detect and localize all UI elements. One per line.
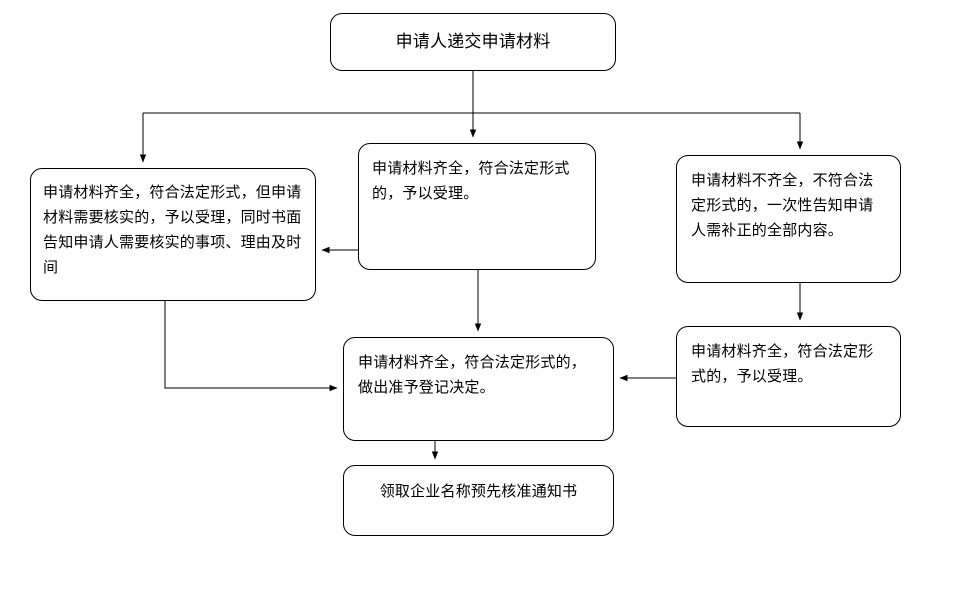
node-accept-needs-verification-left-label: 申请材料齐全，符合法定形式，但申请材料需要核实的，予以受理，同时书面告知申请人需… [43, 183, 302, 276]
node-approve-registration-center[interactable]: 申请材料齐全，符合法定形式的，做出准予登记决定。 [343, 337, 614, 441]
node-receive-approval-notice-label: 领取企业名称预先核准通知书 [379, 482, 578, 500]
node-accept-needs-verification-left[interactable]: 申请材料齐全，符合法定形式，但申请材料需要核实的，予以受理，同时书面告知申请人需… [30, 168, 316, 301]
node-accept-complete-middle[interactable]: 申请材料齐全，符合法定形式的，予以受理。 [358, 143, 596, 270]
node-submit-application[interactable]: 申请人递交申请材料 [330, 13, 616, 71]
node-submit-application-label: 申请人递交申请材料 [395, 31, 551, 52]
node-receive-approval-notice[interactable]: 领取企业名称预先核准通知书 [343, 465, 614, 536]
node-accept-complete-middle-label: 申请材料齐全，符合法定形式的，予以受理。 [372, 159, 570, 202]
edge-verify-left-to-approve-center [164, 301, 338, 392]
node-accept-complete-right-label: 申请材料齐全，符合法定形式的，予以受理。 [691, 342, 874, 385]
node-incomplete-materials-right[interactable]: 申请材料不齐全，不符合法定形式的，一次性告知申请人需补正的全部内容。 [676, 155, 901, 283]
node-incomplete-materials-right-label: 申请材料不齐全，不符合法定形式的，一次性告知申请人需补正的全部内容。 [691, 171, 874, 239]
node-approve-registration-center-label: 申请材料齐全，符合法定形式的，做出准予登记决定。 [358, 353, 587, 396]
node-accept-complete-right[interactable]: 申请材料齐全，符合法定形式的，予以受理。 [676, 326, 901, 427]
